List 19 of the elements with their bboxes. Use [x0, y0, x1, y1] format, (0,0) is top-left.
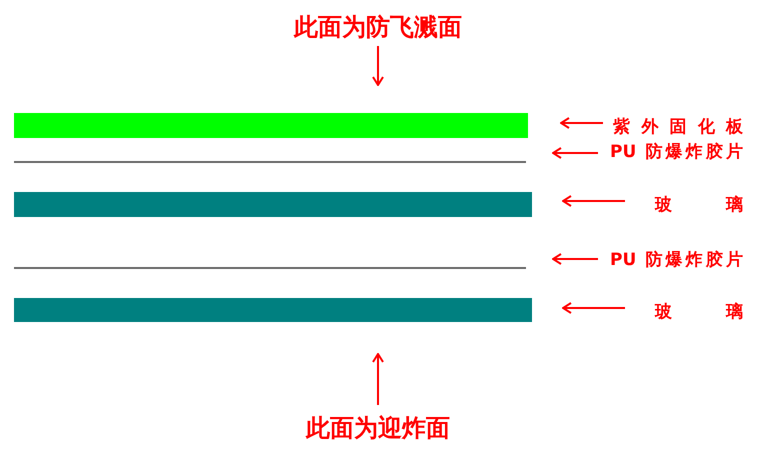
layer-label: 玻璃	[655, 302, 743, 322]
layer-bar	[14, 192, 532, 217]
layer-line	[14, 161, 526, 163]
face-label: 此面为防飞溅面	[294, 13, 462, 42]
face-label: 此面为迎炸面	[306, 414, 450, 443]
layer-label: PU 防爆炸胶片	[610, 250, 743, 270]
layer-label: PU 防爆炸胶片	[610, 142, 743, 162]
layer-line	[14, 267, 526, 269]
layer-label: 紫外固化板	[613, 117, 743, 137]
arrow	[372, 353, 384, 405]
layer-label: 玻璃	[655, 195, 743, 215]
arrow	[560, 117, 603, 129]
arrow	[562, 302, 625, 314]
arrow	[372, 46, 384, 86]
arrow	[552, 147, 598, 159]
layer-bar	[14, 298, 532, 322]
layer-bar	[14, 113, 528, 138]
arrow	[562, 195, 625, 207]
arrow	[552, 253, 598, 265]
